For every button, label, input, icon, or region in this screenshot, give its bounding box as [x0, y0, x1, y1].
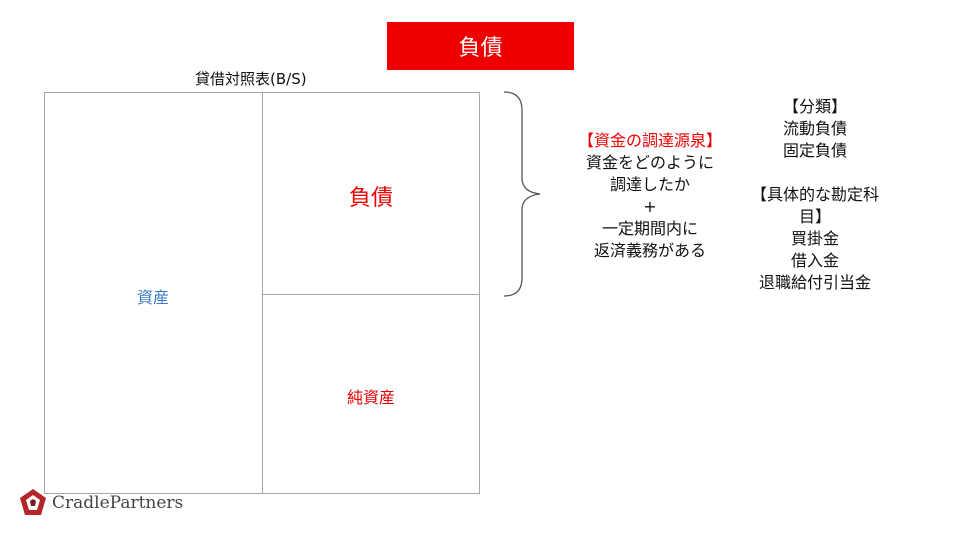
company-logo: CradlePartners	[18, 488, 183, 518]
classification-heading: 【分類】	[782, 97, 847, 116]
asset-box-label: 資産	[136, 288, 169, 307]
funding-note-line: 資金をどのように	[585, 153, 714, 172]
title-text: 負債	[458, 36, 503, 61]
classification-panel: 【分類】 流動負債 固定負債 【具体的な勘定科目】 買掛金 借入金 退職給付引当…	[740, 96, 890, 294]
funding-note: 【資金の調達源泉】 資金をどのように 調達したか + 一定期間内に 返済義務があ…	[560, 130, 740, 262]
accounts-heading: 【具体的な勘定科目】	[750, 185, 879, 226]
horizontal-divider	[262, 294, 480, 295]
funding-note-line: 一定期間内に	[601, 219, 698, 238]
liability-box-label: 負債	[348, 186, 393, 211]
account-item: 退職給付引当金	[758, 273, 871, 292]
funding-note-heading: 【資金の調達源泉】	[577, 131, 722, 150]
account-item: 借入金	[790, 251, 839, 270]
funding-note-line: 調達したか	[609, 175, 690, 194]
classification-item: 固定負債	[782, 141, 847, 160]
classification-item: 流動負債	[782, 119, 847, 138]
vertical-divider	[262, 92, 263, 494]
funding-note-plus: +	[643, 197, 657, 216]
cradle-logo-icon	[20, 489, 46, 515]
title-banner: 負債	[387, 22, 574, 70]
logo-text: CradlePartners	[52, 493, 184, 513]
net-assets-box-label: 純資産	[346, 388, 395, 407]
spacer	[740, 162, 890, 184]
curly-brace-icon	[503, 91, 541, 297]
balance-sheet-caption: 貸借対照表(B/S)	[195, 70, 307, 88]
account-item: 買掛金	[790, 229, 839, 248]
funding-note-line: 返済義務がある	[593, 241, 706, 260]
